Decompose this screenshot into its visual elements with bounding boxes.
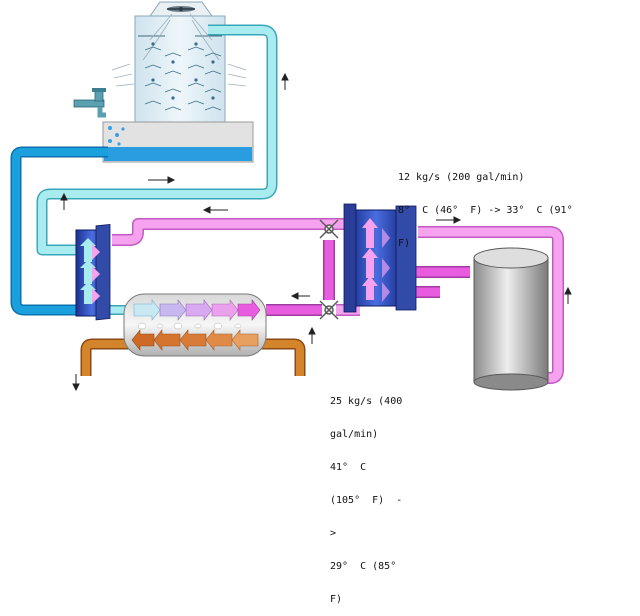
label-line: > (330, 528, 337, 539)
label-line: 8° C (46° F) -> 33° C (91° (398, 205, 573, 216)
cooling-water-supply-pipe (10, 146, 108, 316)
hot-water-pipes (80, 338, 306, 376)
label-line: (105° F) - (330, 495, 403, 506)
condenser-bubbles (137, 322, 242, 330)
falling-droplets (108, 126, 125, 146)
label-line: 29° C (85° (330, 561, 397, 572)
receiver-vessel (473, 247, 549, 391)
refrigeration-cycle-diagram (10, 1, 572, 392)
label-line: gal/min) (330, 429, 379, 440)
condenser-tubes (131, 299, 261, 351)
expansion-valve-icon (319, 219, 339, 320)
basin-water (104, 147, 252, 161)
cooling-water-return-pipe (36, 24, 278, 256)
refrigerant-flow-label: 12 kg/s (200 gal/min) 8° C (46° F) -> 33… (398, 150, 573, 260)
label-line: 25 kg/s (400 (330, 396, 403, 407)
condenser-shell (123, 293, 267, 357)
label-line: F) (398, 238, 411, 249)
faucet-icon (73, 88, 106, 118)
plate-heat-exchanger-left (75, 223, 111, 321)
fill-media (144, 42, 222, 111)
hot-water-flow-label: 25 kg/s (400 gal/min) 41° C (105° F) - >… (330, 374, 402, 616)
air-flow-lines (111, 13, 247, 87)
fan-icon (167, 6, 195, 12)
plate-heat-exchanger-right (343, 203, 417, 313)
label-line: F) (330, 594, 343, 605)
label-line: 41° C (330, 462, 367, 473)
flow-arrow-icon (60, 72, 572, 392)
label-line: 12 kg/s (200 gal/min) (398, 172, 525, 183)
